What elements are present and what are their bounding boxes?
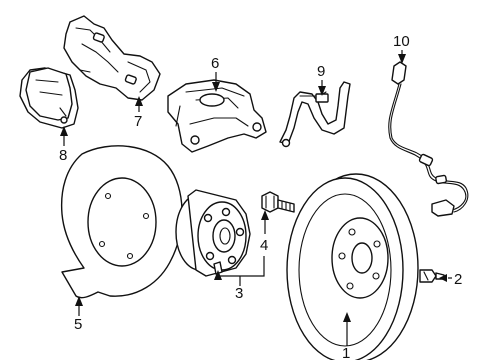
hub-bearing-illustration <box>175 189 251 277</box>
callout-7: 7 <box>134 113 142 130</box>
splash-shield-illustration <box>60 145 183 299</box>
callout-10: 10 <box>393 33 410 50</box>
callout-1: 1 <box>342 345 350 360</box>
arrow-2 <box>439 274 447 282</box>
hub-bolt-illustration <box>261 191 295 213</box>
callout-5: 5 <box>74 316 82 333</box>
callout-3: 3 <box>235 285 243 302</box>
arrow-5 <box>75 296 83 306</box>
arrow-7 <box>135 96 143 106</box>
arrow-10 <box>398 54 406 64</box>
caliper-bracket-illustration <box>63 15 161 101</box>
rotor-screw-illustration <box>419 269 445 283</box>
brake-hose-illustration <box>279 81 351 148</box>
arrow-9 <box>318 86 326 96</box>
callout-6: 6 <box>211 55 219 72</box>
arrow-1 <box>343 312 351 322</box>
brake-caliper-illustration <box>167 79 267 153</box>
brake-rotor-illustration <box>286 173 419 360</box>
callout-4: 4 <box>260 237 268 254</box>
arrow-3 <box>214 270 222 280</box>
arrow-4 <box>261 210 269 220</box>
brake-pads-illustration <box>19 67 79 129</box>
arrow-8 <box>60 126 68 136</box>
callout-8: 8 <box>59 147 67 164</box>
abs-sensor-illustration <box>388 61 469 217</box>
arrow-6 <box>212 82 220 92</box>
callout-9: 9 <box>317 63 325 80</box>
callout-2: 2 <box>454 271 462 288</box>
